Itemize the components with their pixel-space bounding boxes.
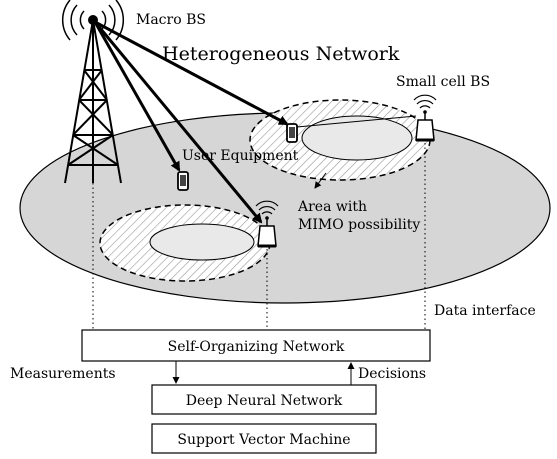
svm-box-label: Support Vector Machine [177,432,350,448]
son-box-label: Self-Organizing Network [168,339,345,355]
data-interface-label: Data interface [434,303,536,319]
macro-bs-links [93,20,289,224]
svm-box [151,423,377,454]
measurements-label: Measurements [10,366,116,382]
decisions-label: Decisions [358,366,426,382]
dnn-box-label: Deep Neural Network [186,393,343,409]
macro-bs-tower-icon [64,19,122,184]
small-cell-bs-label: Small cell BS [396,74,490,90]
ue-small-cell-link [296,115,417,128]
dnn-box [151,384,377,415]
small-cell-1 [249,99,431,181]
user-equipment-phone-icon [177,171,189,191]
small-cell-2 [99,204,271,282]
network-title: Heterogeneous Network [162,43,400,65]
mimo-area-label-line1: Area with [297,199,367,215]
small-cell-core-1 [301,115,413,161]
small-cell-core-2 [149,223,255,261]
mimo-area-pointer-arrow [314,172,327,189]
son-box [81,329,431,362]
small-cell-bs-icon [413,94,437,142]
user-equipment-phone-icon [286,123,298,143]
macro-bs-label: Macro BS [136,12,206,28]
data-interface-lines [92,143,426,330]
mimo-area-label-line2: MIMO possibility [298,217,420,233]
small-cell-bs-icon [255,200,279,248]
user-equipment-label: User Equipment [182,148,299,164]
